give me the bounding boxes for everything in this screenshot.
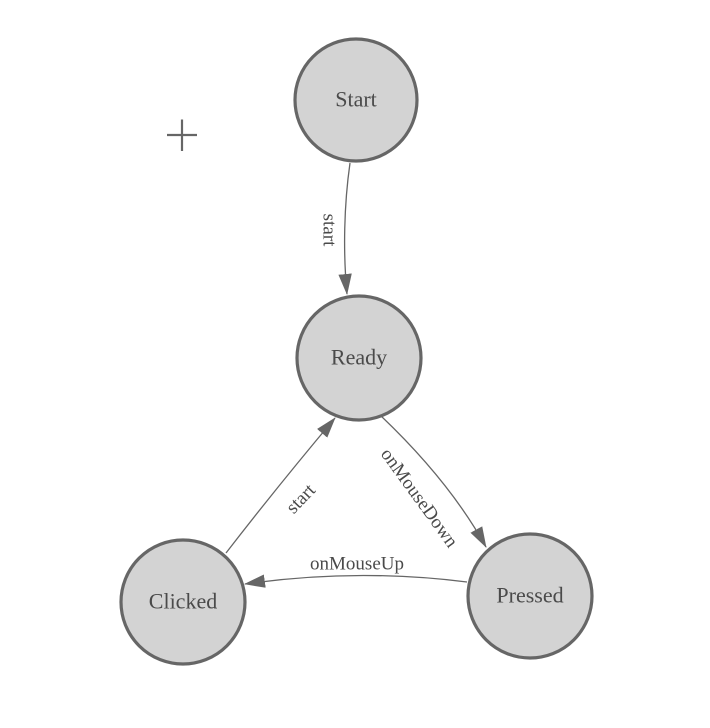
state-node-ready[interactable]: Ready: [295, 294, 423, 422]
state-node-clicked-circle[interactable]: [119, 538, 247, 666]
edge-line-ready-to-pressed[interactable]: [380, 415, 487, 548]
edge-start-to-ready: start: [319, 162, 352, 295]
state-node-pressed-label: Pressed: [496, 583, 563, 608]
state-node-start-label: Start: [335, 87, 377, 112]
edge-label-onmouseup: onMouseUp: [310, 554, 404, 575]
edge-line-start-to-ready[interactable]: [338, 162, 352, 295]
state-node-clicked-label: Clicked: [149, 589, 217, 614]
edge-line-pressed-to-clicked[interactable]: [244, 574, 468, 588]
edge-ready-to-pressed: onMouseDown: [376, 415, 487, 552]
state-node-pressed-circle[interactable]: [466, 532, 594, 660]
state-node-clicked[interactable]: Clicked: [119, 538, 247, 666]
edge-label-onmousedown: onMouseDown: [376, 444, 462, 552]
edge-clicked-to-ready: start: [225, 417, 336, 554]
edge-line-clicked-to-ready[interactable]: [225, 417, 336, 554]
state-node-start[interactable]: Start: [293, 37, 419, 163]
crosshair-plus-icon: [167, 119, 197, 151]
edge-label-start-2: start: [282, 479, 320, 518]
state-node-pressed[interactable]: Pressed: [466, 532, 594, 660]
edge-label-start: start: [319, 214, 340, 247]
state-node-ready-label: Ready: [331, 345, 387, 370]
state-node-start-circle[interactable]: [293, 37, 419, 163]
edge-pressed-to-clicked: onMouseUp: [244, 554, 468, 588]
state-node-ready-circle[interactable]: [295, 294, 423, 422]
